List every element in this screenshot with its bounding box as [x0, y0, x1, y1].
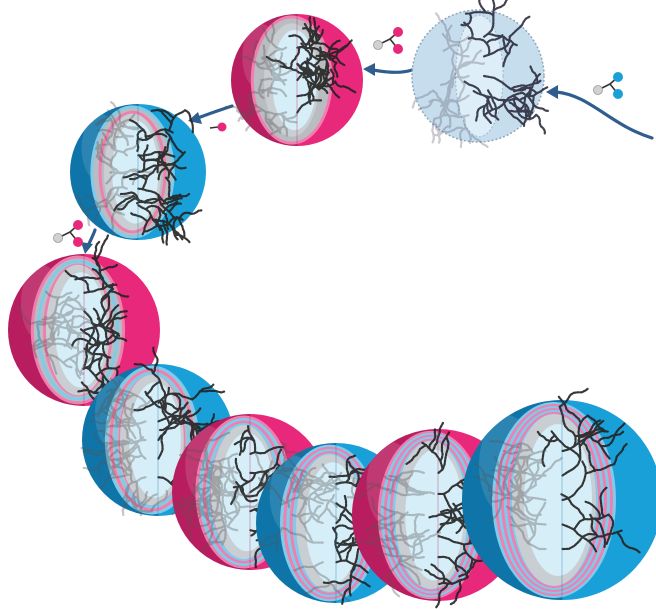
- sphere-layer-8: [462, 388, 656, 600]
- sphere-layer-1: [226, 14, 363, 146]
- pink-dimer-reagent: [54, 220, 84, 247]
- sphere-seed-nanoparticle: [412, 0, 549, 148]
- sphere-layer-2: [70, 102, 206, 244]
- blue-monomer-reagent: [594, 72, 624, 99]
- released-fragment: [210, 123, 227, 132]
- arrow-step-2: [363, 63, 412, 76]
- arrow-step-4: [81, 230, 95, 254]
- arrow-step-3: [188, 106, 232, 124]
- pink-monomer-reagent: [374, 27, 404, 54]
